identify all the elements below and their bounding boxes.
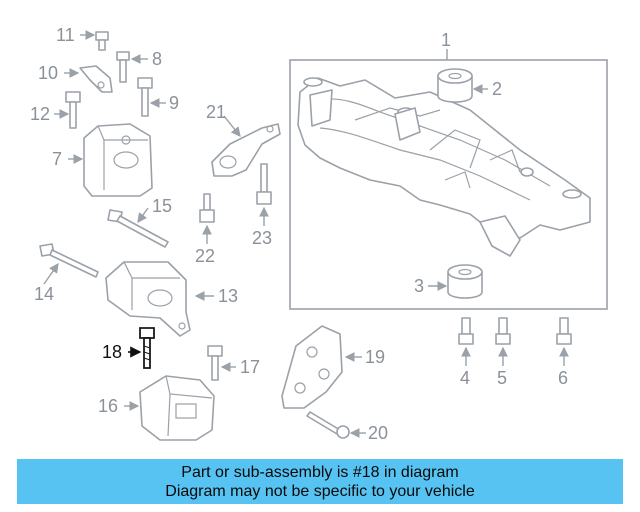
- callout-9[interactable]: 9: [169, 93, 179, 113]
- bolt-part-18[interactable]: [139, 327, 155, 369]
- subframe[interactable]: [297, 77, 591, 257]
- callout-13[interactable]: 13: [218, 286, 238, 306]
- subframe-box: [289, 59, 608, 310]
- mount-part-13[interactable]: [105, 261, 191, 337]
- callout-8[interactable]: 8: [152, 49, 162, 69]
- bushing-part-2[interactable]: [437, 68, 473, 103]
- callout-18[interactable]: 18: [102, 342, 122, 362]
- callout-12[interactable]: 12: [30, 104, 50, 124]
- bolt-part-6[interactable]: [556, 317, 572, 345]
- bolt-part-22[interactable]: [199, 193, 215, 223]
- banner-line-disclaimer: Diagram may not be specific to your vehi…: [165, 482, 475, 500]
- callout-11[interactable]: 11: [56, 25, 75, 45]
- callout-6[interactable]: 6: [558, 368, 568, 388]
- bolt-part-9[interactable]: [137, 77, 153, 117]
- callout-17[interactable]: 17: [240, 357, 260, 377]
- callout-15[interactable]: 15: [152, 196, 172, 216]
- info-banner: Part or sub-assembly is #18 in diagram D…: [17, 459, 623, 504]
- callout-14[interactable]: 14: [34, 284, 54, 304]
- bolt-part-4[interactable]: [458, 317, 474, 345]
- bolt-part-15[interactable]: [107, 209, 169, 248]
- callout-23[interactable]: 23: [252, 228, 272, 248]
- bolt-part-14[interactable]: [39, 243, 99, 278]
- bracket-part-10[interactable]: [79, 65, 113, 93]
- mount-part-16[interactable]: [139, 375, 215, 441]
- bolt-part-11[interactable]: [95, 31, 109, 51]
- bolt-part-5[interactable]: [495, 317, 511, 345]
- bolt-part-17[interactable]: [207, 345, 223, 381]
- callout-5[interactable]: 5: [497, 368, 507, 388]
- bolt-part-8[interactable]: [116, 51, 130, 83]
- callout-10[interactable]: 10: [38, 63, 58, 83]
- callout-2[interactable]: 2: [492, 79, 502, 99]
- callout-16[interactable]: 16: [98, 396, 118, 416]
- callout-4[interactable]: 4: [460, 368, 470, 388]
- bracket-part-19[interactable]: [281, 325, 343, 409]
- bolt-part-12[interactable]: [65, 91, 81, 129]
- torque-link-part-21[interactable]: [211, 123, 281, 177]
- callout-20[interactable]: 20: [368, 423, 388, 443]
- callout-1[interactable]: 1: [441, 30, 451, 50]
- bushing-part-3[interactable]: [447, 264, 483, 299]
- mount-part-7[interactable]: [83, 123, 153, 197]
- bolt-part-20[interactable]: [306, 411, 350, 439]
- callout-21[interactable]: 21: [206, 102, 226, 122]
- callout-7[interactable]: 7: [52, 149, 62, 169]
- callout-3[interactable]: 3: [414, 276, 424, 296]
- banner-line-part: Part or sub-assembly is #18 in diagram: [181, 463, 459, 481]
- bolt-part-23[interactable]: [256, 163, 272, 205]
- callout-22[interactable]: 22: [195, 246, 215, 266]
- callout-19[interactable]: 19: [365, 347, 385, 367]
